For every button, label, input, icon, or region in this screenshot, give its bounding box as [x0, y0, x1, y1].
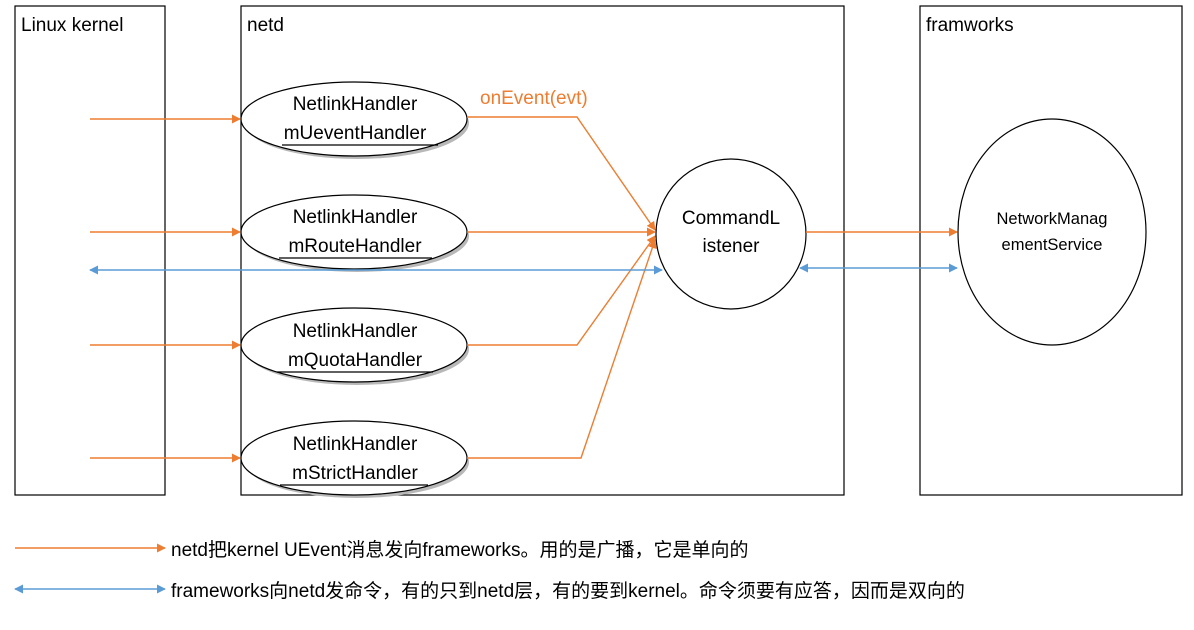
handler-instance-label: mRouteHandler: [288, 236, 422, 257]
handler-instance-label: mQuotaHandler: [288, 350, 423, 371]
network-management-service: NetworkManag ementService: [957, 118, 1147, 346]
handler-quota: NetlinkHandler mQuotaHandler: [240, 307, 469, 385]
kernel-to-handler-arrows: [90, 114, 241, 463]
command-listener: CommandL istener: [655, 158, 807, 310]
handler-class-label: NetlinkHandler: [293, 94, 418, 115]
network-management-service-ellipse: [957, 118, 1147, 346]
command-listener-circle: [655, 158, 807, 310]
frameworks-title: framworks: [926, 15, 1014, 36]
legend-orange-text: netd把kernel UEvent消息发向frameworks。用的是广播，它…: [171, 539, 749, 561]
handler-class-label: NetlinkHandler: [293, 321, 418, 342]
netd-title: netd: [247, 15, 284, 36]
handler-strict: NetlinkHandler mStrictHandler: [240, 420, 469, 498]
handler-instance-label: mStrictHandler: [292, 463, 418, 484]
handler-to-listener-arrows: [467, 116, 657, 459]
command-listener-label-line2: istener: [702, 236, 760, 257]
handler-class-label: NetlinkHandler: [293, 434, 418, 455]
legend-blue-text: frameworks向netd发命令，有的只到netd层，有的要到kernel。…: [171, 580, 965, 602]
linux-kernel-box: [14, 5, 166, 496]
handler-route: NetlinkHandler mRouteHandler: [240, 194, 469, 272]
linux-kernel-title: Linux kernel: [21, 15, 123, 36]
on-event-label: onEvent(evt): [480, 88, 588, 109]
orange-arrow: [467, 239, 657, 459]
linux-kernel-panel: Linux kernel: [14, 5, 166, 496]
handler-class-label: NetlinkHandler: [293, 207, 418, 228]
handler-uevent: NetlinkHandler mUeventHandler: [240, 81, 469, 159]
orange-arrow: [467, 116, 656, 231]
handler-instance-label: mUeventHandler: [284, 123, 427, 144]
command-listener-label-line1: CommandL: [682, 208, 780, 229]
network-management-label-line1: NetworkManag: [997, 210, 1108, 228]
legend: netd把kernel UEvent消息发向frameworks。用的是广播，它…: [14, 539, 965, 602]
handler-uevent-ellipse: [240, 81, 468, 157]
network-management-label-line2: ementService: [1002, 236, 1103, 254]
